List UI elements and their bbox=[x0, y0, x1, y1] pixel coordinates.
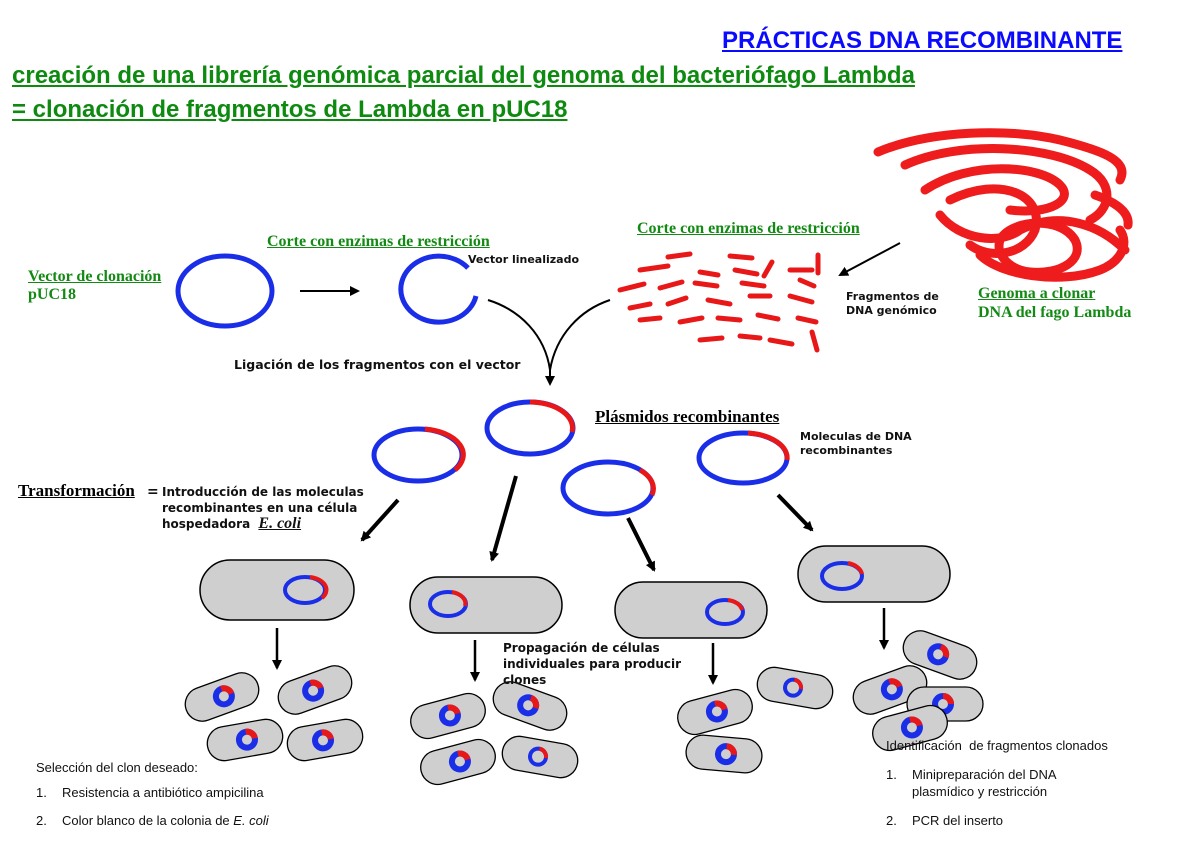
colony-cell bbox=[420, 738, 496, 786]
subtitle-line-1: creación de una librería genómica parcia… bbox=[12, 62, 915, 89]
identification-item-1-line2: plasmídico y restricción bbox=[912, 784, 1048, 799]
identification-item-1b: plasmídico y restricción bbox=[912, 783, 1047, 800]
transformation-desc-2: recombinantes en una célula bbox=[162, 501, 358, 515]
selection-item-2-num: 2. bbox=[36, 813, 47, 828]
vector-plasmid bbox=[175, 253, 275, 329]
vector-linear-label: Vector linealizado bbox=[468, 253, 580, 266]
transformation-arrows bbox=[360, 475, 814, 572]
propagation-3: clones bbox=[503, 673, 547, 687]
vector-title: Vector de clonación bbox=[28, 268, 162, 285]
selection-item-2-text: Color blanco de la colonia de bbox=[62, 813, 234, 828]
recombinant-plasmid-2 bbox=[371, 426, 466, 484]
host-cell-2 bbox=[409, 576, 563, 634]
transformation-desc-3: hospedadora E. coli bbox=[162, 516, 301, 532]
colony-cell bbox=[206, 718, 284, 762]
colony-cell bbox=[277, 665, 353, 715]
colony-cell bbox=[677, 688, 753, 736]
recombinant-plasmid-3 bbox=[560, 459, 656, 517]
selection-item-1-text: Resistencia a antibiótico ampicilina bbox=[62, 785, 264, 800]
transformation-desc-3-text: hospedadora bbox=[162, 517, 251, 531]
subtitle-line-2: = clonación de fragmentos de Lambda en p… bbox=[12, 96, 568, 123]
propagation-2: individuales para producir bbox=[503, 657, 682, 671]
arrow-cut-genome bbox=[838, 242, 901, 276]
recombinant-plasmids-label: Plásmidos recombinantes bbox=[595, 407, 780, 426]
identification-item-2-line1: PCR del inserto bbox=[912, 813, 1004, 828]
transformation-equals: = bbox=[147, 484, 159, 500]
selection-item-1: 1. Resistencia a antibiótico ampicilina bbox=[36, 784, 264, 801]
page-title: PRÁCTICAS DNA RECOMBINANTE bbox=[722, 27, 1123, 54]
colony-cell bbox=[286, 718, 364, 762]
selection-item-2-italic: E. coli bbox=[233, 813, 269, 828]
selection-item-1-num: 1. bbox=[36, 785, 47, 800]
cut-left-label: Corte con enzimas de restricción bbox=[267, 233, 490, 250]
cut-right-label: Corte con enzimas de restricción bbox=[637, 220, 860, 237]
recombinant-plasmid-1 bbox=[484, 399, 576, 457]
colony-cell bbox=[902, 630, 978, 680]
colony-cell bbox=[756, 666, 834, 710]
transformation-desc-1: Introducción de las moleculas bbox=[162, 485, 364, 499]
colony-cell bbox=[852, 665, 928, 715]
identification-item-1-num: 1. bbox=[886, 767, 897, 782]
propagation-1: Propagación de células bbox=[503, 641, 660, 655]
colony-cell bbox=[872, 704, 948, 752]
colonies bbox=[184, 630, 984, 786]
recombinant-molecules-1: Moleculas de DNA bbox=[800, 430, 912, 443]
identification-item-2-num: 2. bbox=[886, 813, 897, 828]
host-cell-4 bbox=[797, 545, 951, 603]
colony-cell bbox=[492, 681, 568, 731]
linearized-vector bbox=[398, 253, 479, 325]
host-cell-1 bbox=[199, 559, 355, 621]
selection-item-2: 2. Color blanco de la colonia de E. coli bbox=[36, 812, 269, 829]
dna-fragments bbox=[617, 251, 821, 353]
colony-cell bbox=[184, 672, 260, 722]
identification-item-2: 2. PCR del inserto bbox=[886, 812, 1003, 829]
fragments-label-1: Fragmentos de bbox=[846, 290, 939, 303]
vector-name: pUC18 bbox=[28, 286, 77, 303]
identification-title: Identificación de fragmentos clonados bbox=[886, 738, 1108, 753]
genome-name: DNA del fago Lambda bbox=[978, 304, 1132, 321]
propagation-arrows bbox=[272, 608, 889, 685]
recombinant-plasmid-4 bbox=[696, 430, 790, 486]
identification-item-1: 1. Minipreparación del DNA bbox=[886, 766, 1057, 783]
ligation-curve bbox=[487, 299, 551, 371]
recombinant-molecules-2: recombinantes bbox=[800, 444, 893, 457]
host-cell-3 bbox=[614, 581, 768, 639]
transformation-label: Transformación bbox=[18, 481, 135, 500]
genome-title: Genoma a clonar bbox=[978, 285, 1096, 302]
colony-cell bbox=[685, 734, 763, 774]
selection-title: Selección del clon deseado: bbox=[36, 760, 198, 775]
lambda-genome bbox=[873, 128, 1133, 282]
colony-cell bbox=[410, 692, 486, 740]
fragments-label-2: DNA genómico bbox=[846, 304, 937, 317]
host-name: E. coli bbox=[258, 515, 302, 532]
ligation-label: Ligación de los fragmentos con el vector bbox=[234, 357, 521, 372]
colony-cell bbox=[501, 735, 579, 779]
identification-item-1-line1: Minipreparación del DNA bbox=[912, 767, 1057, 782]
